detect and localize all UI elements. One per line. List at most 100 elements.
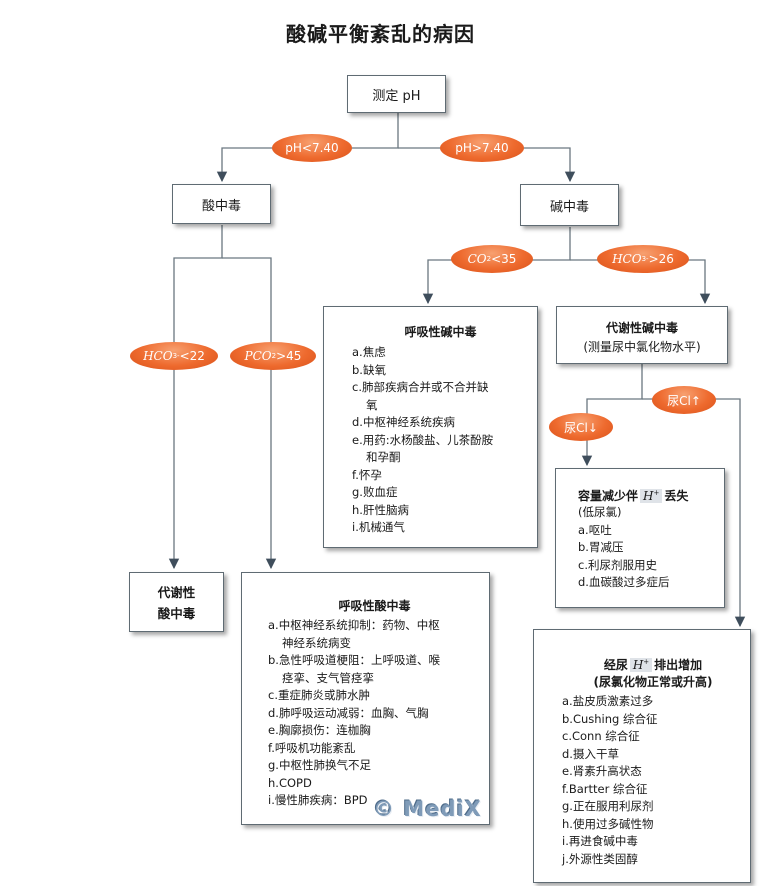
- list-item: b.缺氧: [352, 362, 386, 377]
- ph-low-label: pH<7.40: [285, 141, 339, 155]
- resp-alkalosis-box: 呼吸性碱中毒 a.焦虑 b.缺氧 c.肺部疾病合并或不合并缺 氧 d.中枢神经系…: [323, 306, 538, 548]
- list-item: 神经系统病变: [282, 635, 351, 650]
- hco3-high-chem: HCO: [612, 252, 642, 266]
- list-item: d.肺呼吸运动减弱：血胸、气胸: [268, 705, 429, 720]
- hco3-low-chem: HCO: [143, 349, 173, 363]
- list-item: 和孕酮: [366, 450, 401, 464]
- pco2-chem: PCO: [244, 349, 272, 363]
- co2-chem: CO: [467, 252, 487, 266]
- list-item: d.摄入干草: [562, 746, 619, 761]
- list-item: h.COPD: [268, 775, 312, 790]
- list-item: a.盐皮质激素过多: [562, 694, 654, 708]
- h-ion-sup: +: [653, 489, 660, 497]
- list-item: f.呼吸机功能紊乱: [268, 740, 356, 755]
- pco2-rest: >45: [276, 349, 302, 363]
- resp-acidosis-box: 呼吸性酸中毒 a.中枢神经系统抑制：药物、中枢 神经系统病变 b.急性呼吸道梗阻…: [241, 572, 490, 825]
- diagram-title: 酸碱平衡紊乱的病因: [286, 22, 475, 46]
- list-item: c.肺部疾病合并或不合并缺: [352, 380, 489, 394]
- metabolic-alkalosis-subtitle: (测量尿中氯化物水平): [583, 340, 701, 354]
- list-item: j.外源性类固醇: [562, 851, 638, 866]
- list-item: i.慢性肺疾病：BPD: [268, 793, 368, 807]
- acidosis-node: 酸中毒: [172, 184, 271, 224]
- co2-sub: 2: [486, 255, 492, 263]
- measure-ph-label: 测定 pH: [372, 88, 421, 104]
- list-item: g.中枢性肺换气不足: [268, 758, 371, 772]
- edge-acidosis-pco2: [222, 257, 277, 570]
- hco3-high-sub: 3: [641, 255, 647, 263]
- ph-low-pill: pH<7.40: [272, 134, 352, 162]
- h-ion-label: H: [643, 489, 654, 503]
- list-item: c.重症肺炎或肺水肿: [268, 688, 370, 702]
- list-item: c.利尿剂服用史: [578, 557, 657, 572]
- list-item: 痉挛、支气管痉挛: [282, 670, 374, 685]
- renal-loss-title-pre: 经尿: [603, 658, 628, 672]
- metabolic-alkalosis-box: 代谢性碱中毒 (测量尿中氯化物水平): [556, 306, 728, 364]
- metabolic-acidosis-line2: 酸中毒: [157, 606, 196, 621]
- h-ion-label: H: [632, 658, 644, 672]
- list-item: b.急性呼吸道梗阻：上呼吸道、喉: [268, 653, 440, 667]
- list-item: g.正在服用利尿剂: [562, 799, 654, 813]
- list-item: c.Conn 综合征: [562, 729, 640, 743]
- list-item: f.怀孕: [352, 467, 382, 482]
- alkalosis-label: 碱中毒: [549, 199, 589, 215]
- urine-cl-low-pill: 尿Cl↓: [549, 413, 613, 441]
- metabolic-acidosis-box: 代谢性 酸中毒: [129, 572, 224, 632]
- hco3-high-sup: -: [646, 255, 649, 263]
- list-item: i.机械通气: [352, 520, 405, 534]
- list-item: b.Cushing 综合征: [562, 711, 658, 726]
- medix-watermark: © MediX: [373, 797, 482, 821]
- renal-loss-title-post: 排出增加: [654, 658, 703, 672]
- edge-acidosis-split: [168, 225, 223, 570]
- list-item: i.再进食碱中毒: [562, 834, 638, 848]
- list-item: e.胸廓损伤：连枷胸: [268, 723, 371, 737]
- urine-cl-low-label: 尿Cl↓: [564, 420, 598, 435]
- list-item: 氧: [366, 397, 378, 412]
- urine-cl-high-pill: 尿Cl↑: [652, 386, 716, 414]
- h-ion-symbol: H+: [640, 489, 663, 503]
- volume-depletion-title-pre: 容量减少伴: [578, 489, 639, 503]
- list-item: a.中枢神经系统抑制：药物、中枢: [268, 618, 440, 632]
- list-item: a.焦虑: [352, 345, 386, 359]
- pco2-sub: 2: [271, 352, 277, 360]
- measure-ph-node: 测定 pH: [347, 75, 446, 113]
- list-item: h.肝性脑病: [352, 502, 409, 517]
- h-ion-symbol: H+: [629, 658, 653, 672]
- list-item: a.呕吐: [578, 522, 612, 537]
- renal-loss-items: a.盐皮质激素过多 b.Cushing 综合征 c.Conn 综合征 d.摄入干…: [562, 693, 744, 868]
- hco3-low-sup: -: [177, 352, 180, 360]
- resp-alkalosis-title: 呼吸性碱中毒: [404, 325, 477, 339]
- h-ion-sup: +: [643, 658, 650, 666]
- list-item: b.胃减压: [578, 540, 624, 554]
- hco3-low-rest: <22: [179, 349, 205, 363]
- co2-rest: <35: [491, 252, 517, 266]
- renal-loss-subtitle: (尿氯化物正常或升高): [593, 675, 713, 689]
- hco3-high-rest: >26: [648, 252, 674, 266]
- volume-depletion-subtitle: (低尿氯): [578, 505, 622, 519]
- acidosis-label: 酸中毒: [201, 198, 241, 214]
- metabolic-acidosis-line1: 代谢性: [157, 585, 196, 600]
- resp-acidosis-items: a.中枢神经系统抑制：药物、中枢 神经系统病变 b.急性呼吸道梗阻：上呼吸道、喉…: [268, 617, 481, 810]
- list-item: d.中枢神经系统疾病: [352, 415, 455, 429]
- list-item: h.使用过多碱性物: [562, 816, 654, 831]
- hco3-low-sub: 3: [172, 352, 178, 360]
- metabolic-alkalosis-title: 代谢性碱中毒: [605, 321, 678, 335]
- list-item: e.肾素升高状态: [562, 764, 642, 778]
- volume-depletion-title-post: 丢失: [664, 489, 689, 503]
- list-item: d.血碳酸过多症后: [578, 575, 670, 589]
- resp-alkalosis-items: a.焦虑 b.缺氧 c.肺部疾病合并或不合并缺 氧 d.中枢神经系统疾病 e.用…: [352, 344, 529, 537]
- list-item: f.Bartter 综合征: [562, 781, 648, 796]
- alkalosis-node: 碱中毒: [520, 184, 619, 226]
- urine-cl-high-label: 尿Cl↑: [667, 393, 701, 408]
- list-item: e.用药:水杨酸盐、儿茶酚胺: [352, 432, 494, 447]
- ph-high-pill: pH>7.40: [440, 134, 524, 162]
- list-item: g.败血症: [352, 485, 398, 499]
- resp-acidosis-title: 呼吸性酸中毒: [338, 599, 411, 613]
